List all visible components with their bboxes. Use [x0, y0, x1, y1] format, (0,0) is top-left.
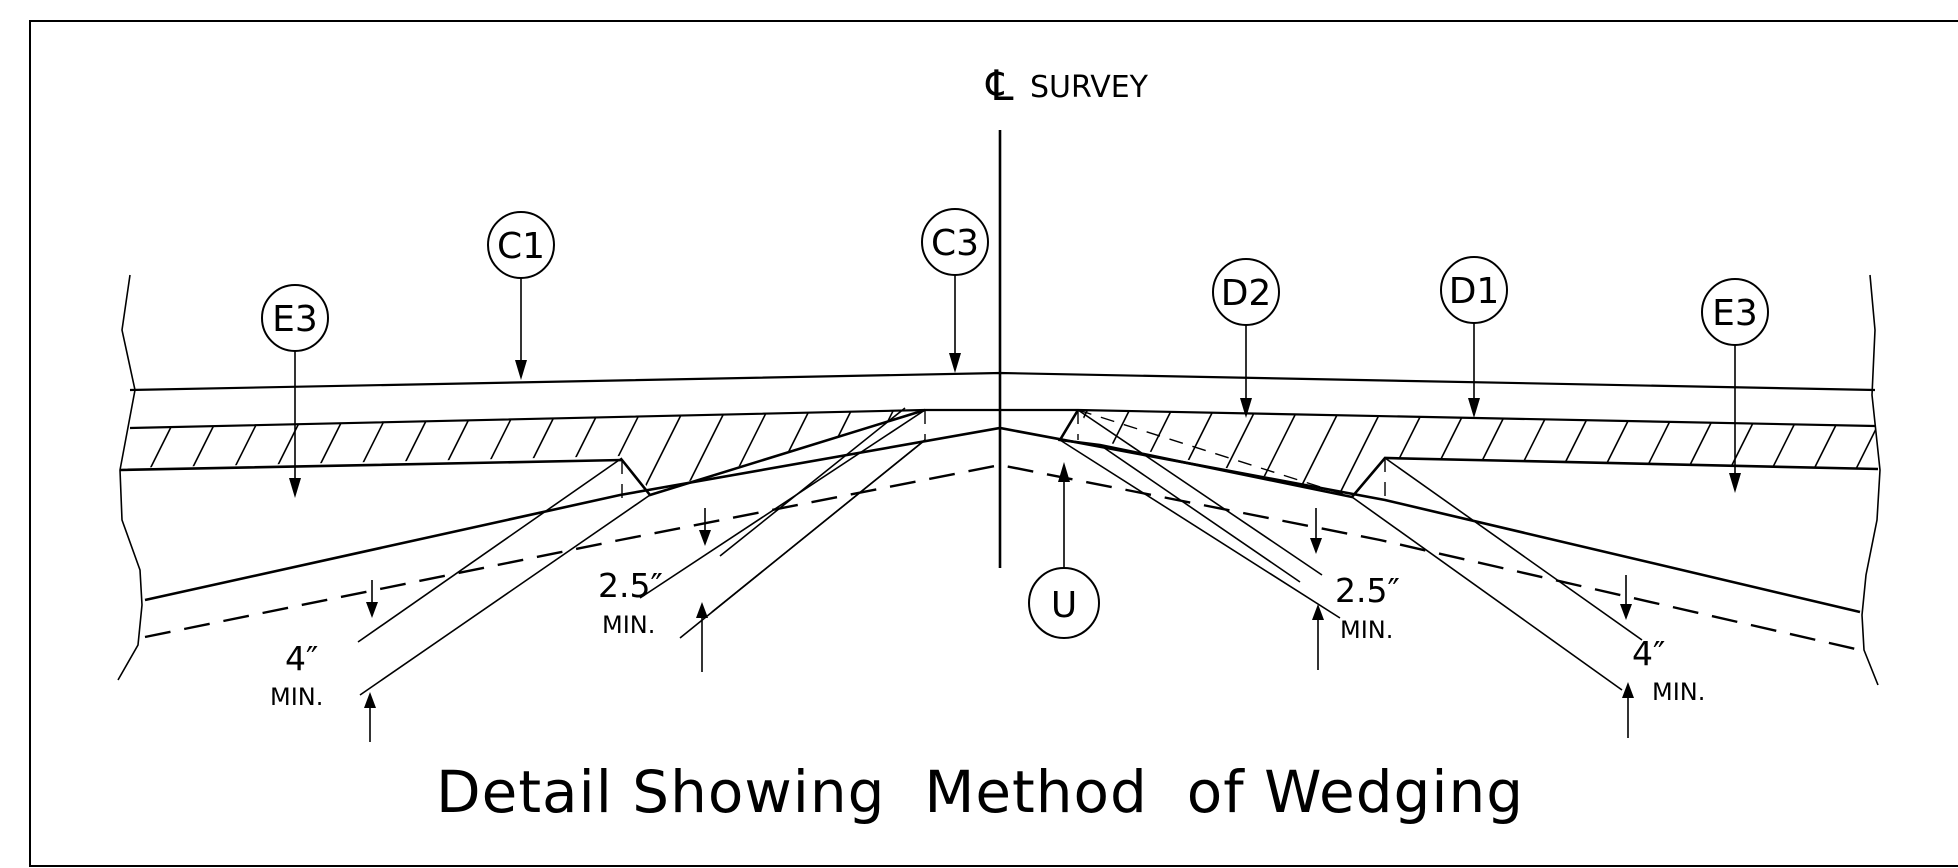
right-inner-dim-value: 2.5″ — [1335, 571, 1400, 610]
hatch-line — [1333, 410, 1390, 495]
hatch-line — [1585, 410, 1642, 495]
hatch-line — [1417, 410, 1474, 495]
drawing-title: Detail Showing Method of Wedging — [436, 758, 1524, 826]
left-inner-dim-value: 2.5″ — [598, 566, 663, 605]
hatch-line — [761, 410, 818, 493]
right-dashed-hint — [1077, 409, 1353, 498]
right-inner-dim-min: MIN. — [1340, 616, 1393, 644]
hatch-line — [1837, 410, 1878, 495]
hatch-line — [1501, 410, 1558, 495]
callout-d2: D2 — [1212, 258, 1280, 418]
hatch-line — [1249, 410, 1306, 495]
hatch-line — [299, 410, 356, 493]
callout-d1-label: D1 — [1449, 271, 1500, 312]
hatch-line — [341, 410, 398, 493]
dashed-subgrade-line — [144, 463, 1861, 652]
hatch-line — [425, 410, 482, 493]
hatch-line — [1543, 410, 1600, 495]
hatch-line — [1669, 410, 1726, 495]
hatch-line — [131, 410, 188, 493]
left-outer-dim-min: MIN. — [270, 683, 323, 711]
hatch-line — [1375, 410, 1432, 495]
hatch-line — [1627, 410, 1684, 495]
break-lines — [117, 274, 1881, 686]
hatch-line — [173, 410, 230, 493]
callout-u: U — [1028, 462, 1100, 639]
callout-c3-label: C3 — [931, 223, 979, 264]
callout-c1: C1 — [487, 211, 555, 380]
hatch-line — [930, 395, 985, 505]
callout-e3-right: E3 — [1701, 278, 1769, 493]
left-outer-dim-value: 4″ — [285, 639, 318, 678]
callout-c1-label: C1 — [497, 226, 545, 267]
right-outer-dim-min: MIN. — [1652, 678, 1705, 706]
hatch-line — [1207, 410, 1264, 495]
hatch-line — [120, 410, 146, 493]
left-wedge-bottom — [119, 408, 926, 497]
existing-surface-line — [129, 408, 1876, 430]
hatch-line — [509, 410, 566, 493]
callout-e3-left-label: E3 — [272, 299, 318, 340]
left-inner-dim-min: MIN. — [602, 611, 655, 639]
left-dimension-leaders — [357, 407, 926, 696]
hatch-line — [467, 410, 524, 493]
top-surface-line — [129, 371, 1876, 392]
drawing-frame — [29, 20, 1958, 867]
hatch-line — [1711, 410, 1768, 495]
callout-c3: C3 — [921, 208, 989, 373]
hatch-line — [719, 410, 776, 493]
callout-e3-right-label: E3 — [1712, 293, 1758, 334]
callout-d1: D1 — [1440, 256, 1508, 418]
hatch-line — [677, 410, 734, 493]
hatch-line — [257, 410, 314, 493]
dimension-arrows — [364, 508, 1634, 742]
callout-e3-left: E3 — [261, 284, 329, 498]
right-outer-dim-value: 4″ — [1632, 634, 1665, 673]
callout-u-label: U — [1051, 585, 1077, 626]
centerline-symbol: ℄ — [986, 61, 1014, 110]
hatch-line — [1795, 410, 1852, 495]
hatch-line — [1078, 410, 1096, 495]
hatch-line — [1459, 410, 1516, 495]
hatch-line — [383, 410, 440, 493]
hatch-line — [1880, 395, 1935, 505]
hatch-line — [215, 410, 272, 493]
centerline-survey-label: SURVEY — [1030, 70, 1149, 105]
callout-d2-label: D2 — [1221, 273, 1272, 314]
hatch-line — [1753, 410, 1810, 495]
right-dimension-leaders — [1059, 409, 1643, 691]
